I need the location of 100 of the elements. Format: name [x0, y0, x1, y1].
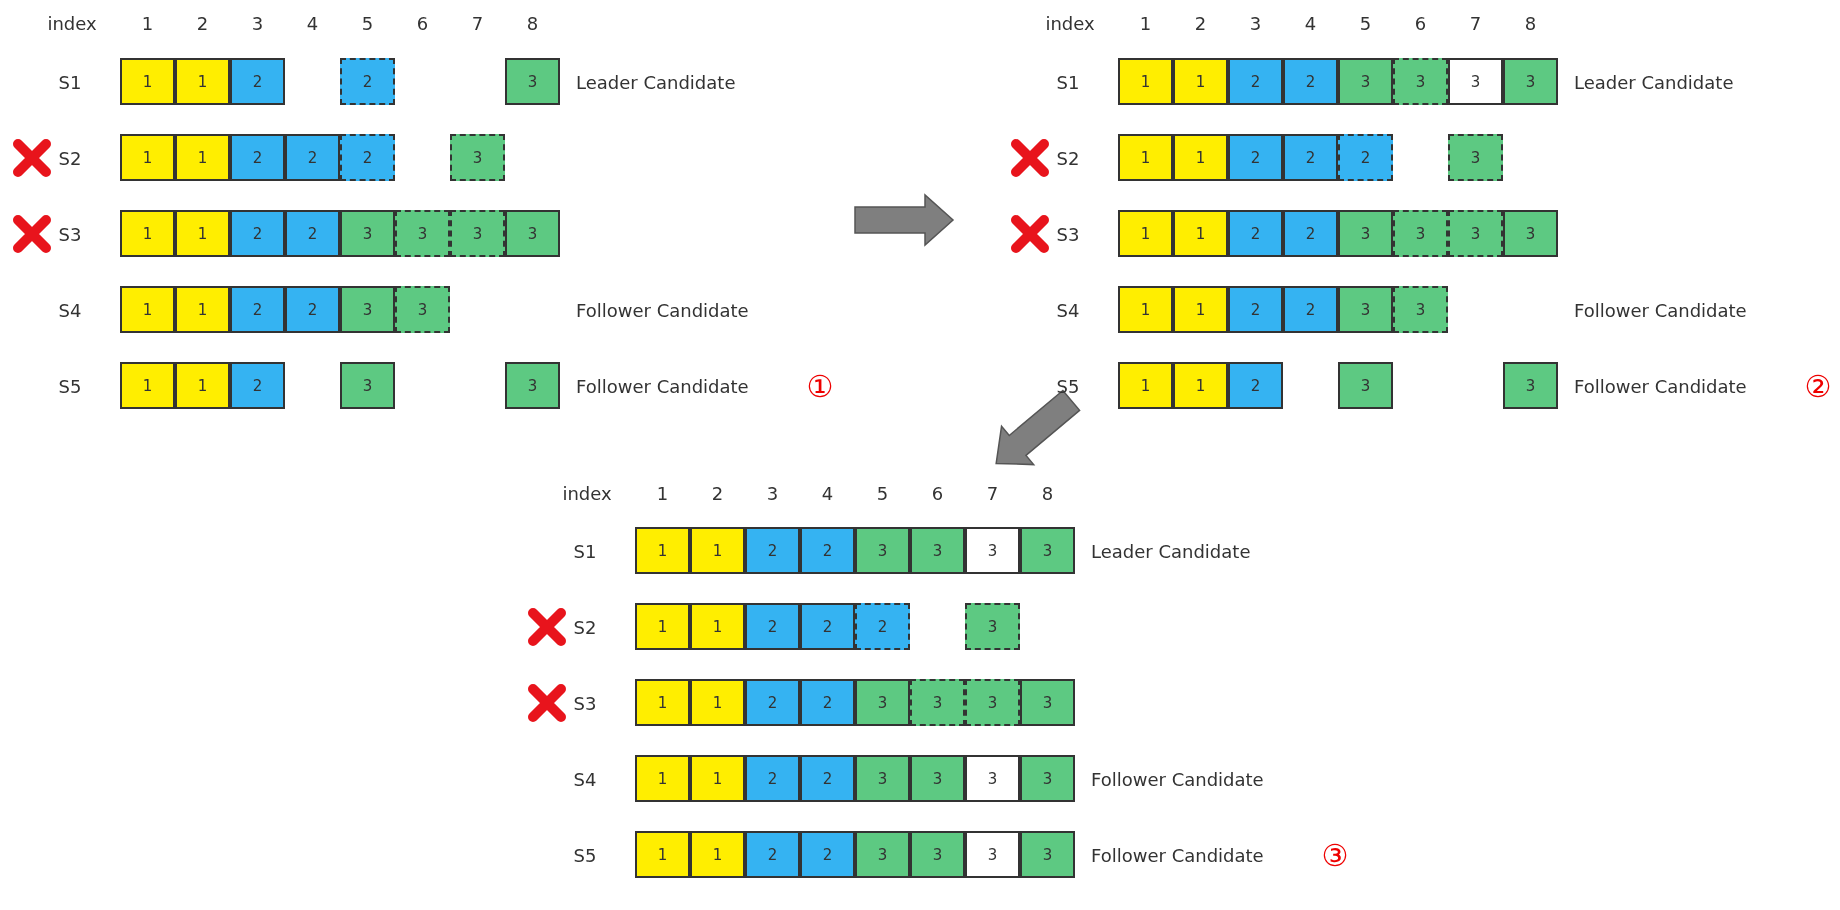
role-label: Follower Candidate: [1574, 375, 1747, 396]
log-entry-box: 2: [285, 286, 340, 333]
log-entry-box: 2: [855, 603, 910, 650]
log-entry-box: 3: [340, 210, 395, 257]
log-entry-box: 3: [965, 527, 1020, 574]
log-entry-box: 1: [120, 362, 175, 409]
column-index: 7: [471, 12, 484, 34]
log-entry-box: 2: [800, 603, 855, 650]
column-index: 5: [361, 12, 374, 34]
log-entry-box: 3: [395, 210, 450, 257]
log-entry-box: 2: [800, 527, 855, 574]
server-label: S2: [573, 616, 597, 637]
server-label: S4: [1056, 299, 1080, 320]
log-entry-box: 2: [800, 679, 855, 726]
column-index: 3: [1249, 12, 1262, 34]
step-number: ②: [1804, 368, 1832, 403]
server-label: S2: [1056, 147, 1080, 168]
server-label: S3: [573, 692, 597, 713]
log-entry-box: 2: [1228, 58, 1283, 105]
server-label: S3: [58, 223, 82, 244]
server-label: S5: [1056, 375, 1080, 396]
log-entry-box: 3: [1503, 362, 1558, 409]
log-entry-box: 1: [120, 134, 175, 181]
log-entry-box: 1: [175, 362, 230, 409]
role-label: Follower Candidate: [1091, 844, 1264, 865]
column-index: 8: [1041, 482, 1054, 504]
server-label: S1: [1056, 71, 1080, 92]
log-entry-box: 3: [505, 210, 560, 257]
log-entry-box: 3: [1020, 831, 1075, 878]
column-index: 4: [821, 482, 834, 504]
log-entry-box: 2: [230, 134, 285, 181]
log-entry-box: 3: [1020, 755, 1075, 802]
role-label: Leader Candidate: [1574, 71, 1734, 92]
log-entry-box: 2: [230, 210, 285, 257]
log-entry-box: 1: [1173, 210, 1228, 257]
log-entry-box: 1: [635, 679, 690, 726]
column-index: 1: [656, 482, 669, 504]
column-index: 4: [1304, 12, 1317, 34]
log-entry-box: 3: [1448, 58, 1503, 105]
log-entry-box: 3: [1338, 210, 1393, 257]
log-entry-box: 2: [1228, 134, 1283, 181]
role-label: Follower Candidate: [1574, 299, 1747, 320]
log-entry-box: 1: [1118, 286, 1173, 333]
column-index: 7: [1469, 12, 1482, 34]
log-entry-box: 1: [690, 527, 745, 574]
role-label: Leader Candidate: [576, 71, 736, 92]
log-entry-box: 3: [450, 134, 505, 181]
log-entry-box: 1: [1173, 286, 1228, 333]
server-label: S4: [58, 299, 82, 320]
log-entry-box: 1: [690, 603, 745, 650]
log-entry-box: 3: [1448, 134, 1503, 181]
log-entry-box: 3: [965, 831, 1020, 878]
log-entry-box: 2: [1228, 362, 1283, 409]
log-entry-box: 1: [175, 210, 230, 257]
log-entry-box: 1: [1173, 134, 1228, 181]
role-label: Leader Candidate: [1091, 540, 1251, 561]
log-entry-box: 3: [910, 527, 965, 574]
log-entry-box: 1: [1173, 362, 1228, 409]
log-entry-box: 1: [1118, 210, 1173, 257]
log-entry-box: 1: [635, 527, 690, 574]
step-number: ③: [1321, 837, 1349, 872]
log-entry-box: 3: [855, 527, 910, 574]
log-entry-box: 3: [910, 831, 965, 878]
server-label: S2: [58, 147, 82, 168]
server-label: S5: [573, 844, 597, 865]
column-index: 5: [876, 482, 889, 504]
column-index: 6: [931, 482, 944, 504]
column-index: 8: [1524, 12, 1537, 34]
column-index: 2: [1194, 12, 1207, 34]
log-entry-box: 3: [1338, 58, 1393, 105]
column-header: index: [47, 12, 97, 34]
column-index: 6: [1414, 12, 1427, 34]
role-label: Follower Candidate: [576, 375, 749, 396]
log-entry-box: 2: [800, 755, 855, 802]
role-label: Follower Candidate: [576, 299, 749, 320]
column-index: 1: [1139, 12, 1152, 34]
log-entry-box: 1: [690, 755, 745, 802]
column-index: 6: [416, 12, 429, 34]
log-entry-box: 2: [745, 603, 800, 650]
log-entry-box: 2: [230, 58, 285, 105]
step-number: ①: [806, 368, 834, 403]
log-entry-box: 1: [175, 58, 230, 105]
log-entry-box: 3: [1338, 362, 1393, 409]
log-entry-box: 1: [1118, 134, 1173, 181]
log-entry-box: 3: [965, 679, 1020, 726]
log-entry-box: 3: [855, 755, 910, 802]
log-entry-box: 1: [1118, 58, 1173, 105]
log-entry-box: 1: [690, 679, 745, 726]
server-label: S3: [1056, 223, 1080, 244]
column-index: 5: [1359, 12, 1372, 34]
log-entry-box: 3: [340, 286, 395, 333]
log-entry-box: 2: [745, 679, 800, 726]
log-entry-box: 1: [635, 755, 690, 802]
server-label: S1: [573, 540, 597, 561]
column-header: index: [1045, 12, 1095, 34]
log-entry-box: 1: [120, 210, 175, 257]
log-entry-box: 1: [175, 286, 230, 333]
log-entry-box: 3: [910, 755, 965, 802]
log-entry-box: 3: [395, 286, 450, 333]
log-entry-box: 2: [1283, 134, 1338, 181]
